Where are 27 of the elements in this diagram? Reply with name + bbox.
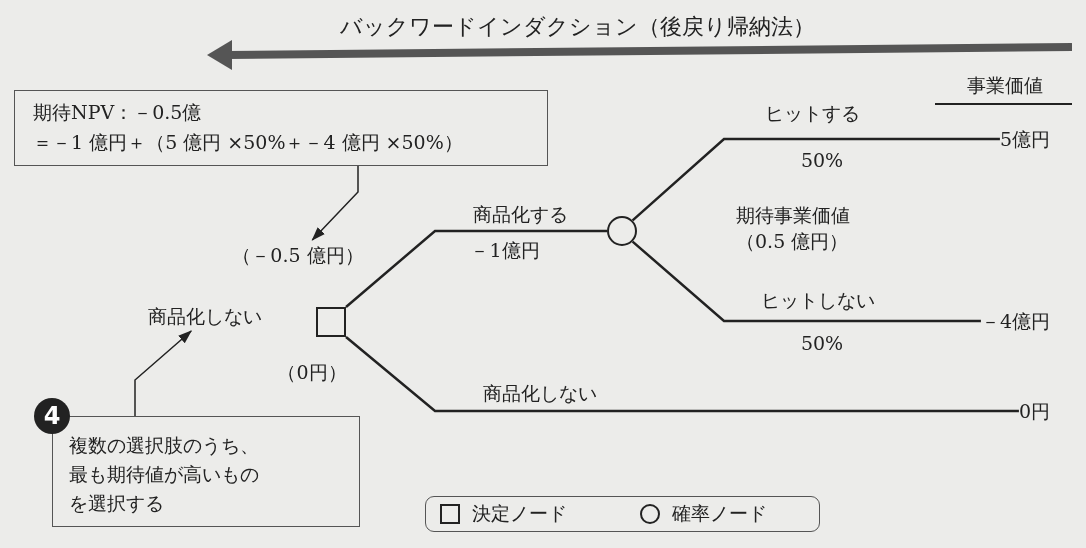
tree-branch <box>345 336 1019 413</box>
callout-text: 複数の選択肢のうち、最も期待値が高いものを選択する <box>69 433 260 516</box>
expected-value-text: 期待事業価値（0.5 億円） <box>736 203 851 254</box>
value-text: 0円 <box>1018 396 1050 426</box>
tree-branch <box>631 137 1000 222</box>
option-text: 商品化しない <box>148 301 262 331</box>
cost-text: －1億円 <box>470 238 540 263</box>
legend-text: 確率ノード <box>672 501 767 526</box>
tree-branch <box>345 229 607 308</box>
probability-text: 50% <box>800 148 844 173</box>
chance-circle <box>607 216 637 246</box>
column-heading: 事業価値 <box>967 73 1043 98</box>
value-text: （－0.5 億円） <box>232 240 364 270</box>
value-text: －4億円 <box>980 306 1050 336</box>
leader-arrow <box>134 330 192 417</box>
step-number-badge: 4 <box>34 398 70 434</box>
heading-text: 期待NPV：－0.5億 <box>33 100 202 125</box>
formula-text: ＝－1 億円＋（5 億円 ×50%＋－4 億円 ×50%） <box>33 130 463 155</box>
probability-text: 50% <box>800 331 844 356</box>
leader-arrow <box>311 165 359 241</box>
formula-box <box>14 90 548 166</box>
decision-square <box>316 307 346 337</box>
value-text: 5億円 <box>999 124 1050 154</box>
value-text: （0円） <box>277 360 347 385</box>
title: バックワードインダクション（後戻り帰納法） <box>340 13 815 41</box>
legend-text: 決定ノード <box>472 501 567 526</box>
tree-branch <box>631 240 981 323</box>
